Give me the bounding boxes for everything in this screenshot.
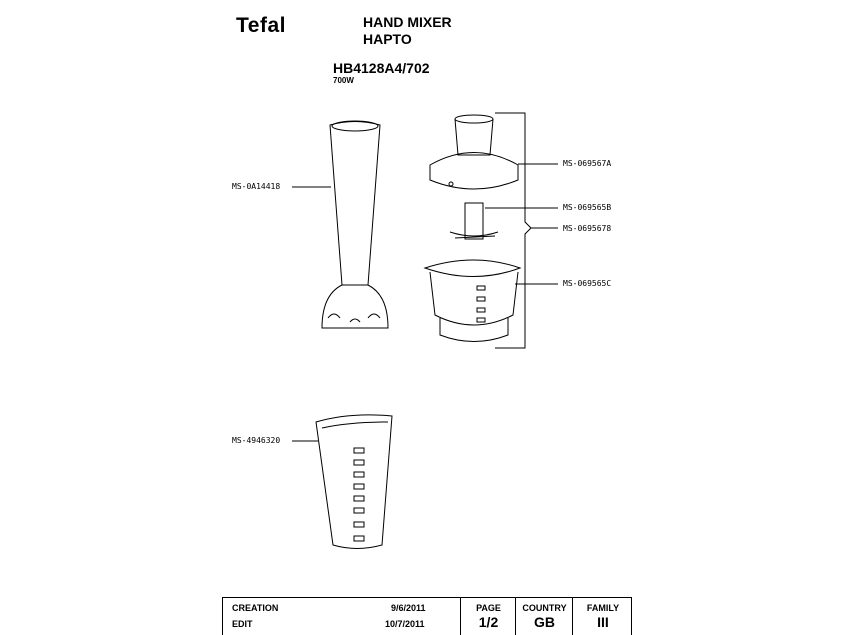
model-number: HB4128A4/702 [333,60,430,76]
page-value: 1/2 [478,614,499,630]
measuring-beaker-drawing [315,414,393,549]
product-title: HAND MIXER [363,14,452,30]
part-ref-label: MS-069565B [563,203,612,212]
family-label: FAMILY [586,603,620,613]
part-ref-label: MS-4946320 [232,436,281,445]
creation-label: CREATION [232,603,279,613]
page-label: PAGE [476,603,501,613]
part-ref-label: MS-0695678 [563,224,612,233]
chopper-bowl-drawing [423,259,522,342]
page-cell: PAGE 1/2 [460,598,516,635]
tefal-logo: Tefal [236,14,286,37]
part-ref-label: MS-069565C [563,279,612,288]
chopper-blade-drawing [449,202,499,240]
product-subtitle: HAPTO [363,31,412,47]
part-ref-label: MS-0A14418 [232,182,281,191]
chopper-lid-drawing [429,114,519,190]
edit-label: EDIT [232,619,253,629]
country-label: COUNTRY [522,603,567,613]
edit-date: 10/7/2011 [385,619,425,629]
creation-date: 9/6/2011 [391,603,426,613]
part-ref-label: MS-069567A [563,159,612,168]
title-block: CREATION 9/6/2011 EDIT 10/7/2011 PAGE 1/… [222,597,632,635]
power-rating: 700W [333,76,354,85]
family-value: III [597,614,609,630]
family-cell: FAMILY III [572,598,633,635]
blender-foot-drawing [321,120,389,329]
country-value: GB [534,614,555,630]
country-cell: COUNTRY GB [515,598,573,635]
